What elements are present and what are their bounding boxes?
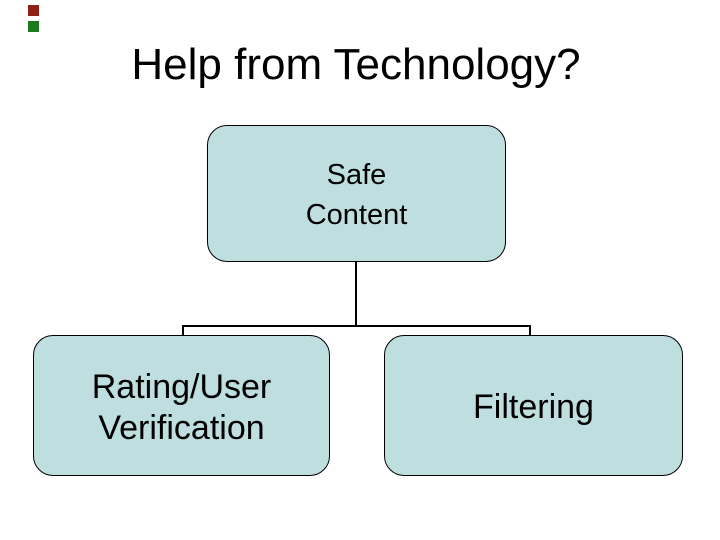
decor-red-square <box>28 5 39 16</box>
connector-stub-left <box>182 325 184 336</box>
diagram-node-safe-content: Safe Content <box>207 125 506 262</box>
diagram-node-rating-user-verification: Rating/User Verification <box>33 335 330 476</box>
slide-title: Help from Technology? <box>131 40 581 89</box>
node-label-line: Verification <box>98 408 265 447</box>
node-label-line: Safe <box>326 158 387 191</box>
connector-stub-right <box>529 325 531 336</box>
diagram-node-filtering: Filtering <box>384 335 683 476</box>
connector-vertical <box>355 261 357 327</box>
node-label-line: Filtering <box>473 388 594 426</box>
node-label-line: Content <box>305 198 408 231</box>
connector-horizontal <box>182 325 531 327</box>
decor-green-square <box>28 21 39 32</box>
node-label-line: Rating/User <box>91 367 272 406</box>
